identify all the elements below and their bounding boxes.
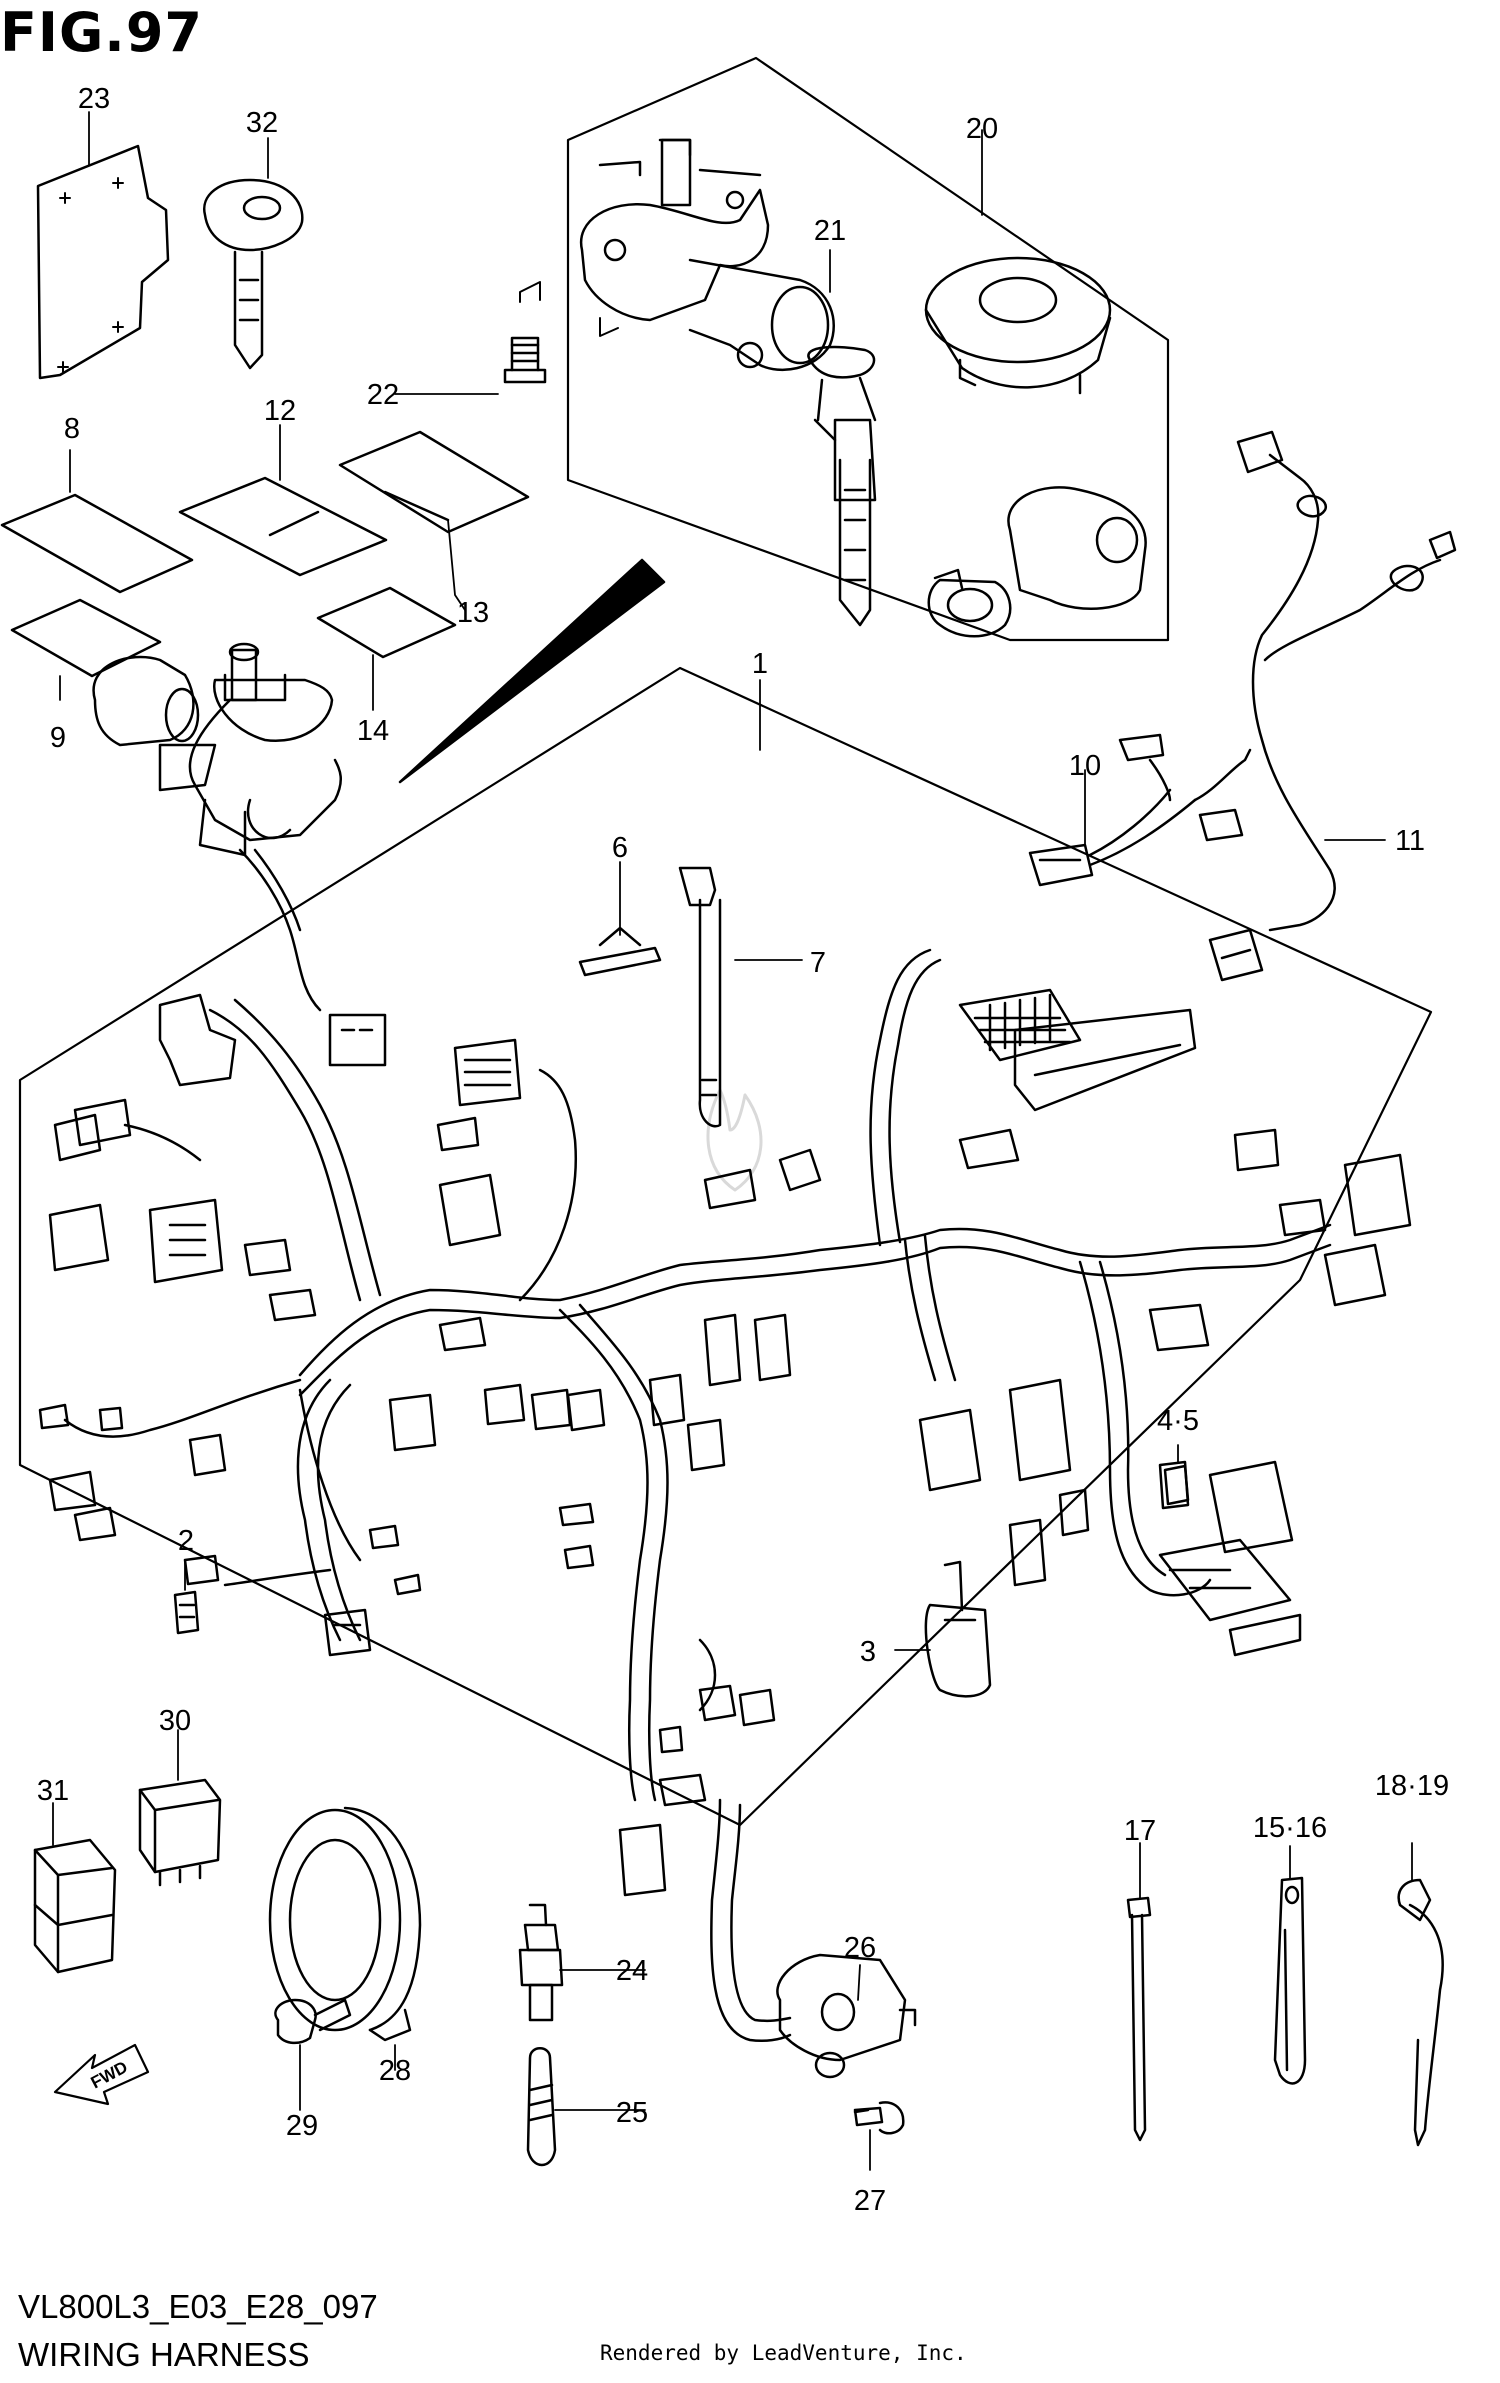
- part-18-19-cable-tie: [1397, 1878, 1444, 2147]
- part-2-connector: [173, 1590, 200, 1635]
- callout-1: 1: [752, 648, 768, 680]
- part-27-bolt: [853, 2101, 905, 2135]
- part-4-5-fuse: [1158, 1460, 1190, 1510]
- connector-group-center: [388, 1038, 776, 1897]
- callout-20: 20: [966, 113, 998, 145]
- part-8-label-card: [0, 493, 194, 594]
- part-12-card-line: [268, 510, 320, 537]
- part-7-tie: [678, 866, 722, 1128]
- part-23-holes: [57, 177, 124, 373]
- part-13-label-card: [338, 430, 530, 534]
- part-10-harness: [1028, 733, 1252, 887]
- callout-7: 7: [810, 947, 826, 979]
- bracket-mark-2: [599, 317, 619, 337]
- callout-6: 6: [612, 832, 628, 864]
- callout-32: 32: [246, 107, 278, 139]
- bracket-mark: [519, 281, 541, 303]
- callout-8: 8: [64, 413, 80, 445]
- part-12-label-card: [178, 476, 388, 577]
- callout-21: 21: [814, 215, 846, 247]
- watermark-logo: [706, 1088, 763, 1192]
- part-28-horn: [268, 1806, 422, 2042]
- callout-13: 13: [457, 597, 489, 629]
- callout-9: 9: [50, 722, 66, 754]
- part-9-steering-lock: [92, 642, 387, 1067]
- part-14-label-card: [316, 586, 457, 659]
- part-3-sensor: [924, 1560, 992, 1698]
- part-32-key: [202, 178, 304, 370]
- callout-23: 23: [78, 83, 110, 115]
- part-20-cap: [924, 256, 1112, 395]
- callout-30: 30: [159, 1705, 191, 1737]
- callout-labels: 23 32 8 12 13 14 9 22 20 21 1 6 7 10 11 …: [37, 83, 1449, 2217]
- callout-22: 22: [367, 379, 399, 411]
- callout-18-19: 18·19: [1375, 1770, 1449, 1802]
- callout-29: 29: [286, 2110, 318, 2142]
- callout-10: 10: [1069, 750, 1101, 782]
- callout-24: 24: [616, 1955, 648, 1987]
- callout-28: 28: [379, 2055, 411, 2087]
- part-21-key: [807, 345, 877, 627]
- part-22-bolt: [503, 336, 547, 384]
- callout-17: 17: [1124, 1815, 1156, 1847]
- part-11-harness: [1208, 430, 1457, 982]
- connector-group-left: [38, 993, 422, 1657]
- callout-31: 31: [37, 1775, 69, 1807]
- fwd-arrow-icon: [53, 2043, 150, 2106]
- connector-group-right: [703, 1128, 1412, 1657]
- callout-14: 14: [357, 715, 389, 747]
- part-1-main-harness: [208, 948, 1332, 1802]
- direction-pointer-icon: [398, 558, 666, 784]
- part-21-ignition-switch: [579, 138, 835, 372]
- part-13-card-line: [383, 490, 450, 522]
- ignition-box-outline: [566, 56, 1170, 642]
- callout-26: 26: [844, 1932, 876, 1964]
- figure-title: FIG.97: [0, 1, 203, 64]
- part-24-switch: [518, 1903, 564, 2022]
- rendered-by-credit: Rendered by LeadVenture, Inc.: [600, 2341, 967, 2365]
- part-23-plate: [36, 144, 170, 380]
- part-15-16-clamp: [1273, 1876, 1307, 2085]
- model-code: VL800L3_E03_E28_097: [18, 2288, 378, 2325]
- callout-3: 3: [860, 1636, 876, 1668]
- callout-25: 25: [616, 2097, 648, 2129]
- part-25-grommet: [526, 2047, 557, 2167]
- callout-27: 27: [854, 2185, 886, 2217]
- part-26-sensor: [710, 1798, 917, 2079]
- callout-4-5: 4·5: [1157, 1405, 1199, 1437]
- callout-15-16: 15·16: [1253, 1812, 1327, 1844]
- part-17-cable-tie: [1126, 1896, 1152, 2142]
- part-31-relay: [33, 1838, 117, 1974]
- callout-2: 2: [178, 1525, 194, 1557]
- part-30-relay: [138, 1778, 222, 1887]
- part-20-seat-lock: [927, 486, 1147, 638]
- callout-12: 12: [264, 395, 296, 427]
- leader-lines: [52, 111, 1413, 2171]
- section-title: WIRING HARNESS: [18, 2336, 310, 2373]
- callout-11: 11: [1395, 825, 1425, 857]
- ecu-connector: [958, 988, 1197, 1112]
- part-9-label-card: [10, 598, 162, 678]
- part-29-bolt: [274, 1998, 352, 2045]
